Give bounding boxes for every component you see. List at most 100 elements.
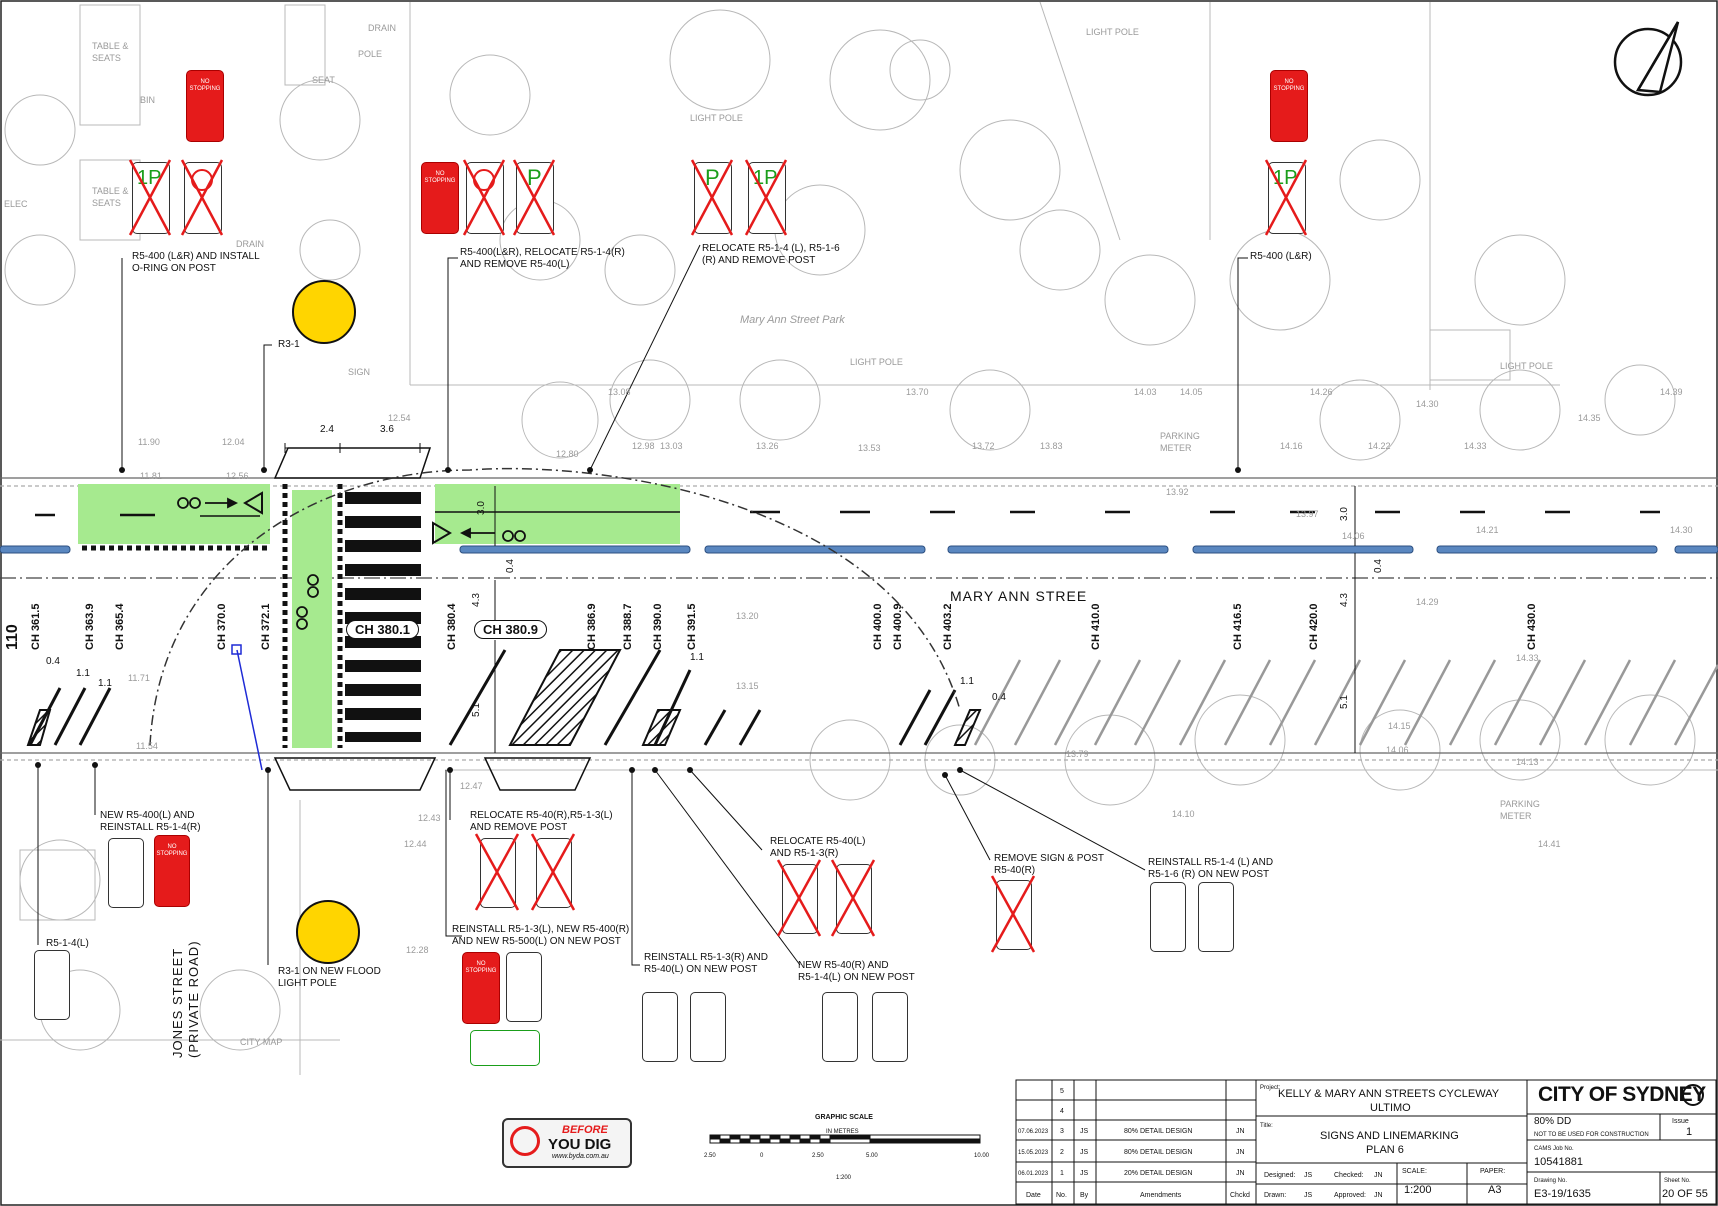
level-value: 11.54 [136,741,158,751]
dimension-text: 2.4 [320,424,334,435]
callout-text: R3-1 [278,339,300,350]
byda-line1: BEFORE [562,1124,608,1136]
level-value: 14.35 [1578,413,1601,423]
parking-sign [642,992,678,1062]
jones-street-label: JONES STREET (PRIVATE ROAD) [170,940,202,1058]
level-value: 14.33 [1516,653,1539,663]
callout-text: REMOVE SIGN & POST R5-40(R) [994,853,1105,876]
street-name: MARY ANN STREE [950,588,1088,604]
byda-line2: YOU DIG [548,1136,612,1153]
no-stopping-sign: NO STOPPING [462,952,500,1024]
project-label: Project: [1260,1085,1281,1091]
callout-text: REINSTALL R5-1-3(L), NEW R5-400(R) AND N… [452,924,630,947]
dimension-text: 1.1 [98,678,112,689]
parking-sign [34,950,70,1020]
parking-sign [506,952,542,1022]
dimension-text: 5.1 [1338,695,1350,709]
level-value: 12.47 [460,781,483,791]
callout-text: R3-1 ON NEW FLOOD LIGHT POLE [278,966,381,989]
graphic-scale-title: GRAPHIC SCALE [815,1114,873,1121]
level-value: 14.30 [1670,525,1693,535]
approved-value: JN [1374,1192,1383,1199]
graphic-scale-ratio: 1:200 [836,1175,852,1181]
swept-path-arc [149,467,961,746]
chainage-label: CH 400.9 [892,603,904,650]
title-label: Title: [1260,1123,1273,1129]
chainage-label: CH 410.0 [1090,603,1102,650]
dimension-text: 1.1 [690,652,704,663]
survey-label: LIGHT POLE [850,357,903,367]
level-value: 13.08 [608,387,631,397]
bicycle-markings [177,491,526,630]
issue-label: Issue [1672,1118,1689,1125]
scale-value: 1:200 [1404,1184,1432,1196]
survey-label: BIN [140,95,156,105]
graphic-scale-bar [709,1134,981,1144]
callout-text: RELOCATE R5-1-4 (L), R5-1-6 (R) AND REMO… [702,243,840,266]
survey-label: CITY MAP [240,1037,283,1047]
level-value: 14.06 [1342,531,1365,541]
survey-label: DRAIN [236,239,265,249]
amend-text: 80% DETAIL DESIGN [1124,1149,1193,1156]
chainage-label: CH 430.0 [1526,603,1538,650]
level-value: 14.39 [1660,387,1683,397]
r3-1-sign [296,900,360,964]
header-amendments: Amendments [1140,1192,1182,1199]
amend-no: 3 [1060,1128,1064,1135]
callout-text: RELOCATE R5-40(L) AND R5-1-3(R) [770,836,866,859]
survey-label: POLE [358,49,383,59]
sheet-value: 20 OF 55 [1662,1188,1708,1200]
level-value: 13.15 [736,681,759,691]
drawn-value: JS [1304,1192,1313,1199]
jones-street-line2: (PRIVATE ROAD) [186,940,201,1058]
issue-value: 1 [1686,1126,1693,1138]
amend-date: 07.06.2023 [1018,1129,1049,1135]
level-value: 14.06 [1386,745,1409,755]
no-stopping-sign: NO STOPPING [1270,70,1308,142]
level-value: 14.16 [1280,441,1303,451]
dimension-text: 3.6 [380,424,394,435]
dimension-text: 5.1 [470,703,482,717]
level-value: 12.28 [406,945,429,955]
designed-value: JS [1304,1172,1313,1179]
chainage-label: CH 388.7 [622,603,634,650]
callout-text: NEW R5-400(L) AND REINSTALL R5-1-4(R) [100,810,201,833]
level-value: 14.26 [1310,387,1333,397]
chainage-box: CH 380.9 [474,620,547,639]
title-block-grid [1015,1079,1717,1205]
chainage-label: CH 361.5 [30,603,42,650]
callout-text: NEW R5-40(R) AND R5-1-4(L) ON NEW POST [798,960,915,983]
survey-label: ELEC [4,199,28,209]
survey-label: SIGN [348,367,371,377]
level-value: 13.03 [660,441,683,451]
level-value: 14.10 [1172,809,1195,819]
scale-label: SCALE: [1402,1168,1427,1175]
survey-label: LIGHT POLE [690,113,743,123]
scale-tick: 5.00 [866,1153,878,1159]
no-parking-sign [822,992,858,1062]
chainage-box: CH 380.1 [346,620,419,639]
scale-tick: 2.50 [704,1153,716,1159]
chainage-label: CH 380.4 [446,603,458,650]
drawn-label: Drawn: [1264,1192,1287,1199]
chainage-label: CH 370.0 [216,603,228,650]
amend-date: 06.01.2023 [1018,1171,1049,1177]
dimension-text: 1.1 [960,676,974,687]
amend-chkd: JN [1236,1170,1245,1177]
chainage-label: CH 391.5 [686,603,698,650]
scale-tick: 2.50 [812,1153,824,1159]
amend-by: JS [1080,1149,1089,1156]
client-crest-icon [1682,1084,1704,1106]
byda-logo: BEFORE YOU DIG www.byda.com.au [502,1118,632,1168]
dimension-text: 0.4 [46,656,60,667]
jones-street-line1: JONES STREET [170,947,185,1058]
level-value: 14.33 [1464,441,1487,451]
survey-label: LIGHT POLE [1086,27,1139,37]
amend-no: 1 [1060,1170,1064,1177]
paper-value: A3 [1488,1184,1502,1196]
level-value: 12.98 [632,441,655,451]
status-note: NOT TO BE USED FOR CONSTRUCTION [1534,1132,1649,1138]
level-value: 14.29 [1416,597,1439,607]
